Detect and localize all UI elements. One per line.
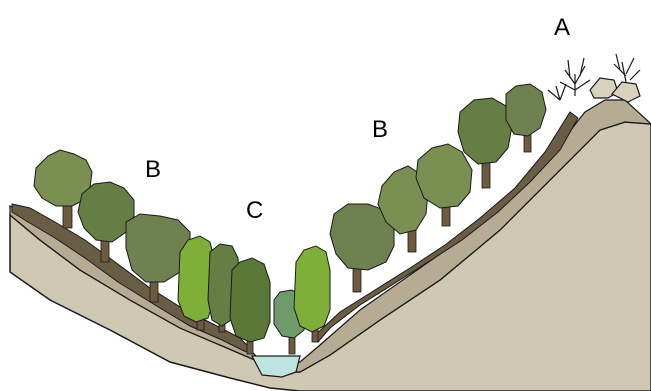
tree-right-4 xyxy=(458,98,512,164)
zone-label-c: C xyxy=(246,199,263,223)
tree-c-3 xyxy=(230,258,270,342)
tree-right-5 xyxy=(506,84,546,136)
tree-right-3 xyxy=(416,144,472,208)
zone-label-b-right: B xyxy=(372,118,388,142)
tree-c-5 xyxy=(294,246,330,332)
upland-rocks xyxy=(590,78,640,102)
zone-label-b-left: B xyxy=(145,158,161,182)
zone-label-a: A xyxy=(554,16,570,40)
